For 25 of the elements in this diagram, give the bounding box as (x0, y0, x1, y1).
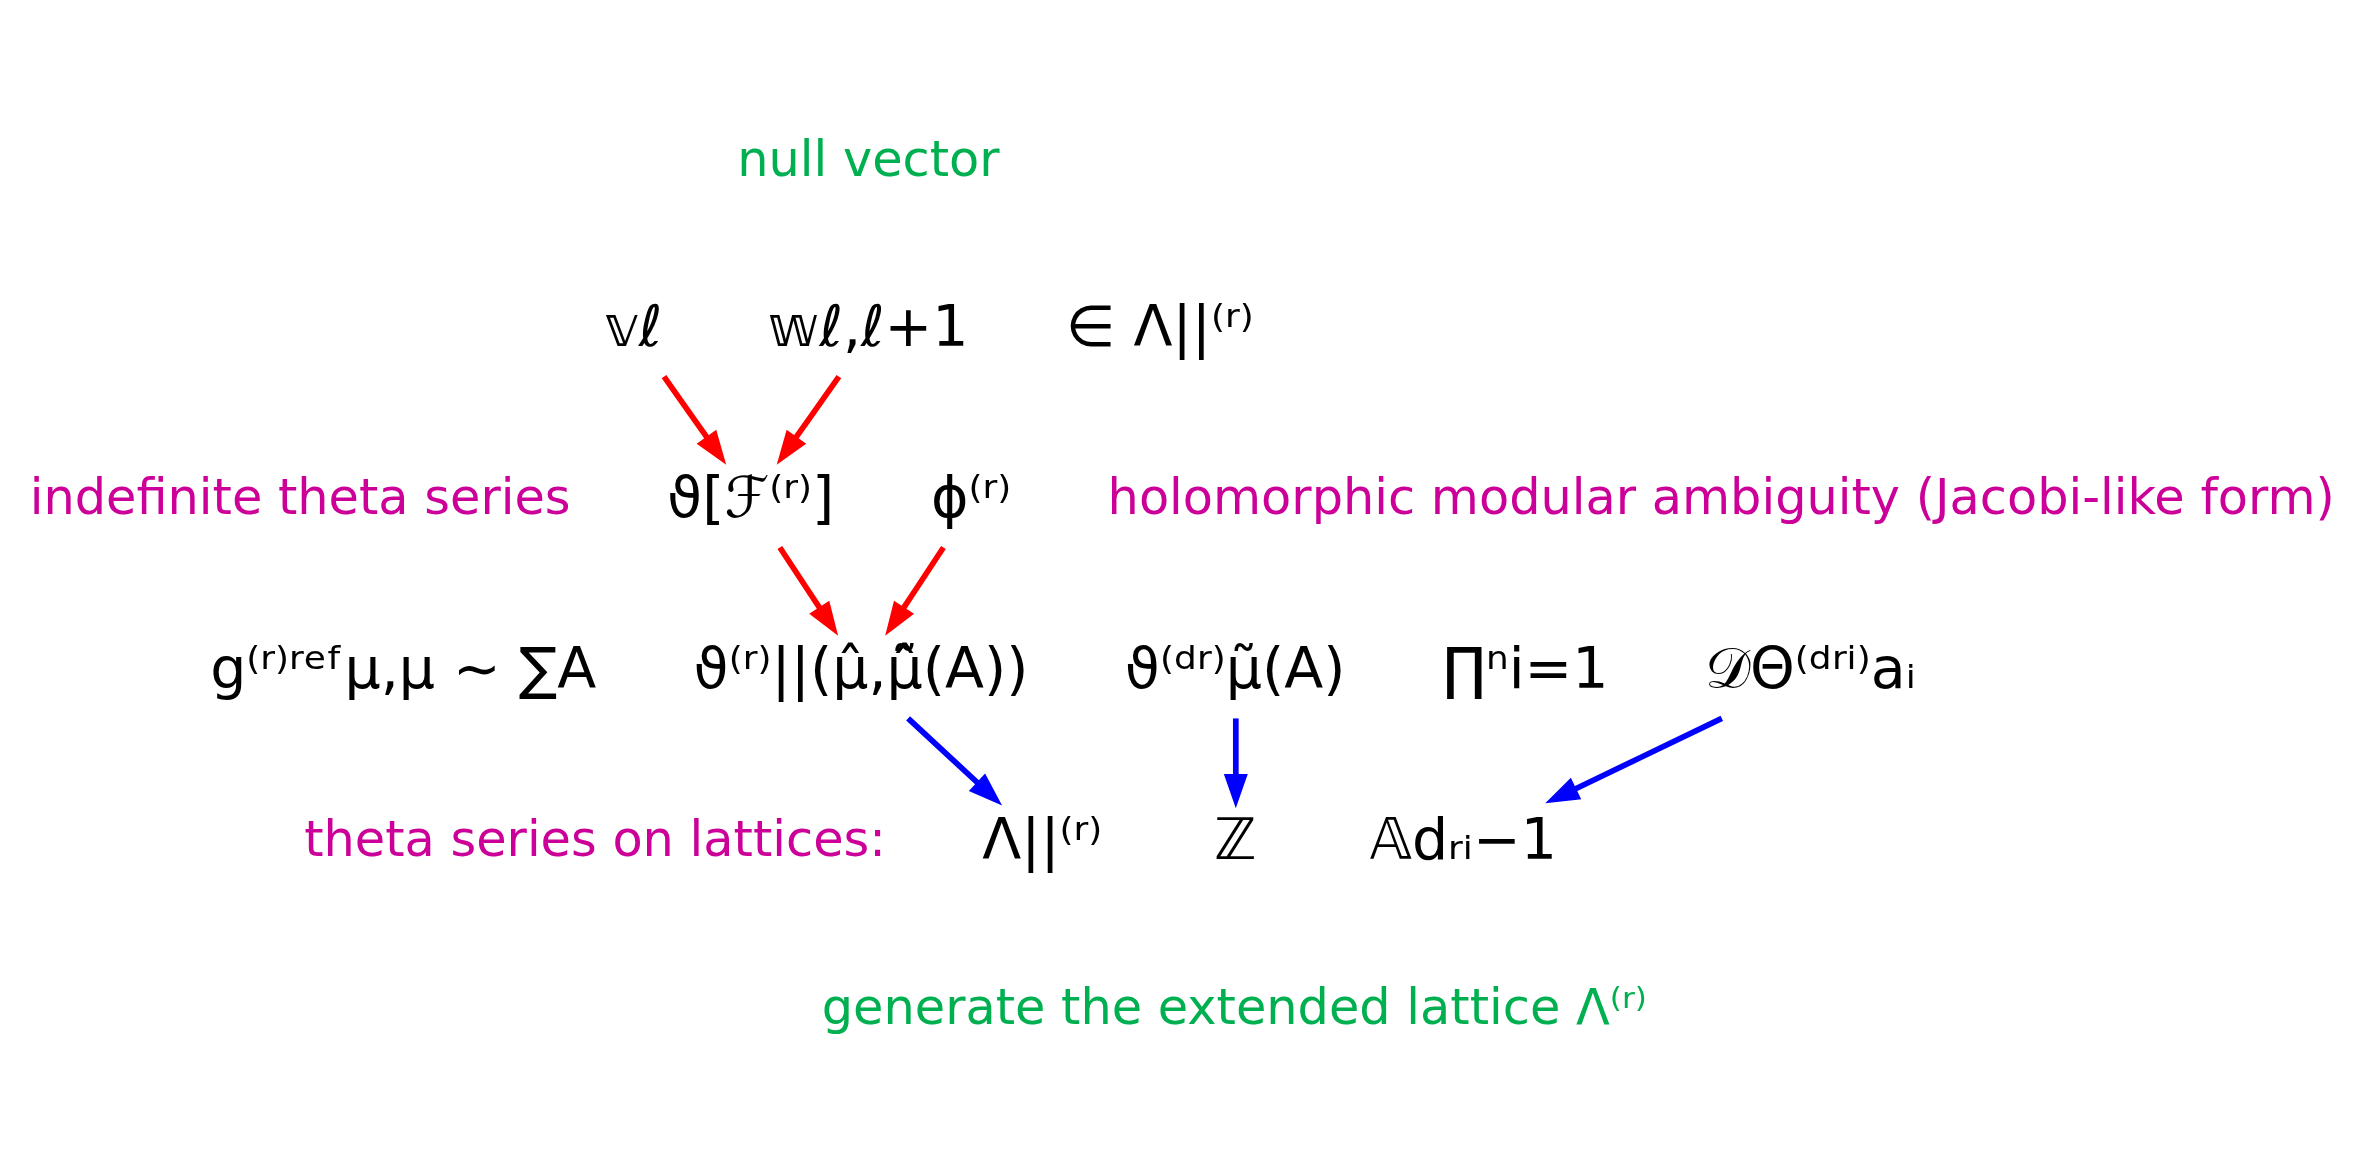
node-text: 𝕨ℓ,ℓ+1 (767, 292, 969, 359)
label: g⁽ʳ⁾ʳᵉᶠμ,μ ∼ ∑A (210, 634, 597, 701)
node-label: null vector (737, 130, 1000, 189)
node-text: Λ||⁽ʳ⁾ (982, 805, 1103, 872)
label: theta series on lattices: (304, 810, 886, 869)
node-text: ℤ (1213, 805, 1257, 872)
node-label: holomorphic modular ambiguity (Jacobi-like form) (1107, 468, 2335, 527)
node-text: 𝔸dᵣᵢ−1 (1369, 805, 1557, 872)
node-label: indefinite theta series (29, 468, 571, 527)
arrow (777, 545, 839, 636)
label: generate the extended lattice Λ⁽ʳ⁾ (821, 977, 1647, 1036)
label: ∈ Λ||⁽ʳ⁾ (1065, 292, 1254, 359)
node-text: 𝕧ℓ (604, 292, 663, 359)
arrow (1223, 718, 1248, 809)
arrow (1545, 715, 1724, 804)
arrow (906, 716, 1003, 806)
arrow (776, 374, 842, 465)
node-text: ϑ⁽ᵈʳ⁾μ̃(A) (1124, 634, 1346, 701)
node-text: ϑ[ℱ⁽ʳ⁾] (666, 463, 835, 530)
arrow (885, 545, 946, 636)
node-text: ϕ⁽ʳ⁾ (930, 463, 1012, 530)
node-text: ϑ⁽ʳ⁾||(μ̂,μ̂̃(A)) (693, 634, 1029, 701)
node-text: 𝒟Θ⁽ᵈʳⁱ⁾aᵢ (1704, 634, 1916, 701)
label: ∏ⁿi=1 (1442, 634, 1609, 701)
arrow (661, 374, 727, 465)
